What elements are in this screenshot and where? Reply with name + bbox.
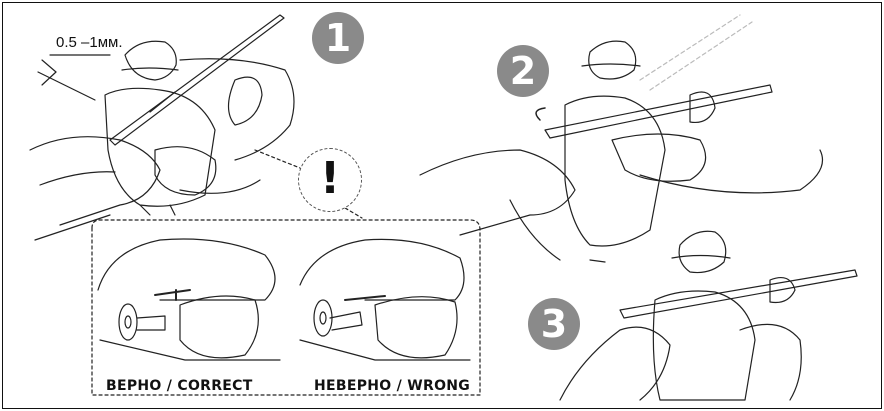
caption-correct: ВЕРНО / CORRECT	[106, 378, 253, 394]
detail-inset	[92, 205, 480, 395]
dimension-label: 0.5 –1мм.	[56, 34, 123, 51]
warning-icon: !	[298, 148, 362, 212]
step-two-illustration	[420, 15, 823, 262]
step-three-illustration	[560, 231, 857, 400]
caption-wrong: НЕВЕРНО / WRONG	[314, 378, 470, 394]
step-badge-3: 3	[528, 298, 580, 350]
step-badge-1: 1	[312, 12, 364, 64]
step-badge-2: 2	[497, 45, 549, 97]
